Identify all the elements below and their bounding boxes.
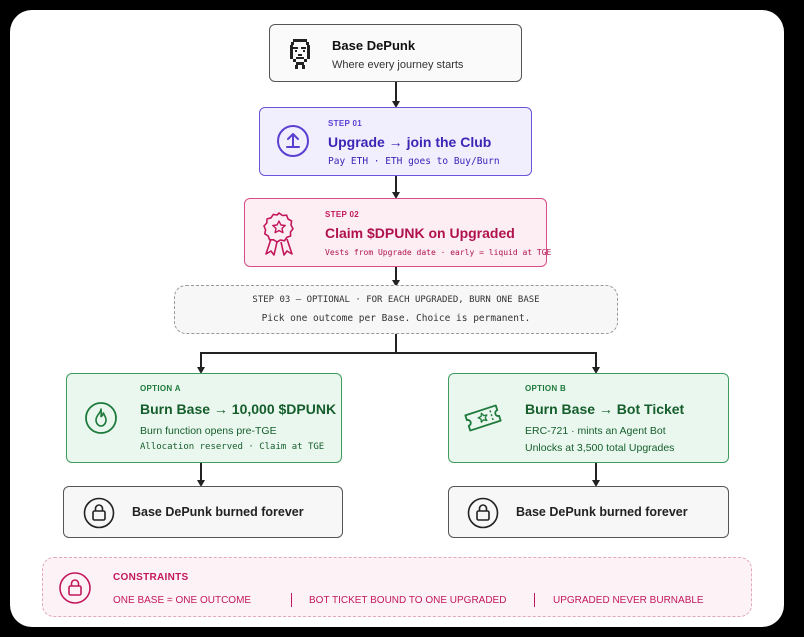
option-a-line2: Allocation reserved · Claim at TGE	[140, 442, 325, 452]
arrow-head-icon	[592, 480, 600, 487]
flame-icon	[85, 402, 117, 434]
option-a-tag: OPTION A	[140, 384, 181, 393]
arrow-head-icon	[392, 280, 400, 287]
step-01-title: Upgrade → join the Club	[328, 134, 492, 150]
constraints-panel: CONSTRAINTS ONE BASE = ONE OUTCOME BOT T…	[42, 557, 752, 617]
option-a-line1: Burn function opens pre-TGE	[140, 425, 277, 437]
divider	[534, 593, 535, 607]
step-03-node: STEP 03 — OPTIONAL · FOR EACH UPGRADED, …	[174, 285, 618, 334]
start-title: Base DePunk	[332, 38, 416, 53]
lock-icon	[467, 497, 499, 529]
constraints-title: CONSTRAINTS	[113, 572, 189, 583]
step-03-note: Pick one outcome per Base. Choice is per…	[261, 313, 531, 324]
start-subtitle: Where every journey starts	[332, 59, 464, 71]
flow-diagram: Base DePunk Where every journey starts S…	[10, 10, 784, 627]
option-b-line1: ERC-721 · mints an Agent Bot	[525, 425, 666, 437]
option-a-node: OPTION A Burn Base → 10,000 $DPUNK Burn …	[66, 373, 342, 463]
arrow-head-icon	[592, 367, 600, 374]
arrow-head-icon	[197, 480, 205, 487]
connector	[395, 267, 397, 281]
arrow-head-icon	[392, 101, 400, 108]
start-node: Base DePunk Where every journey starts	[269, 24, 522, 82]
option-b-tag: OPTION B	[525, 384, 567, 393]
step-03-heading: STEP 03 — OPTIONAL · FOR EACH UPGRADED, …	[252, 295, 540, 305]
connector	[395, 176, 397, 193]
step-01-subtitle: Pay ETH · ETH goes to Buy/Burn	[328, 156, 500, 167]
step-02-title: Claim $DPUNK on Upgraded	[325, 225, 515, 241]
connector	[395, 334, 397, 352]
connector	[395, 82, 397, 102]
step-01-tag: STEP 01	[328, 119, 362, 128]
award-ribbon-icon	[263, 212, 294, 256]
connector	[595, 352, 597, 368]
option-b-node: OPTION B Burn Base → Bot Ticket ERC-721 …	[448, 373, 729, 463]
constraint-item: ONE BASE = ONE OUTCOME	[113, 595, 252, 606]
punk-avatar-icon	[290, 39, 310, 69]
result-a-label: Base DePunk burned forever	[132, 505, 304, 519]
lock-icon	[59, 572, 91, 604]
upload-icon	[277, 125, 309, 157]
connector	[200, 463, 202, 481]
constraint-item: UPGRADED NEVER BURNABLE	[553, 595, 704, 606]
result-b-label: Base DePunk burned forever	[516, 505, 688, 519]
divider	[291, 593, 292, 607]
step-02-tag: STEP 02	[325, 210, 359, 219]
result-b-node: Base DePunk burned forever	[448, 486, 729, 538]
connector	[595, 463, 597, 481]
connector	[200, 352, 202, 368]
option-b-line2: Unlocks at 3,500 total Upgrades	[525, 442, 675, 454]
arrow-head-icon	[392, 192, 400, 199]
option-b-title: Burn Base → Bot Ticket	[525, 401, 685, 417]
result-a-node: Base DePunk burned forever	[63, 486, 343, 538]
lock-icon	[83, 497, 115, 529]
step-01-node: STEP 01 Upgrade → join the Club Pay ETH …	[259, 107, 532, 176]
constraint-item: BOT TICKET BOUND TO ONE UPGRADED	[309, 595, 507, 606]
option-a-title: Burn Base → 10,000 $DPUNK	[140, 401, 337, 417]
step-02-subtitle: Vests from Upgrade date · early = liquid…	[325, 248, 552, 257]
ticket-icon	[464, 404, 502, 432]
connector	[200, 352, 596, 354]
step-02-node: STEP 02 Claim $DPUNK on Upgraded Vests f…	[244, 198, 551, 267]
arrow-head-icon	[197, 367, 205, 374]
